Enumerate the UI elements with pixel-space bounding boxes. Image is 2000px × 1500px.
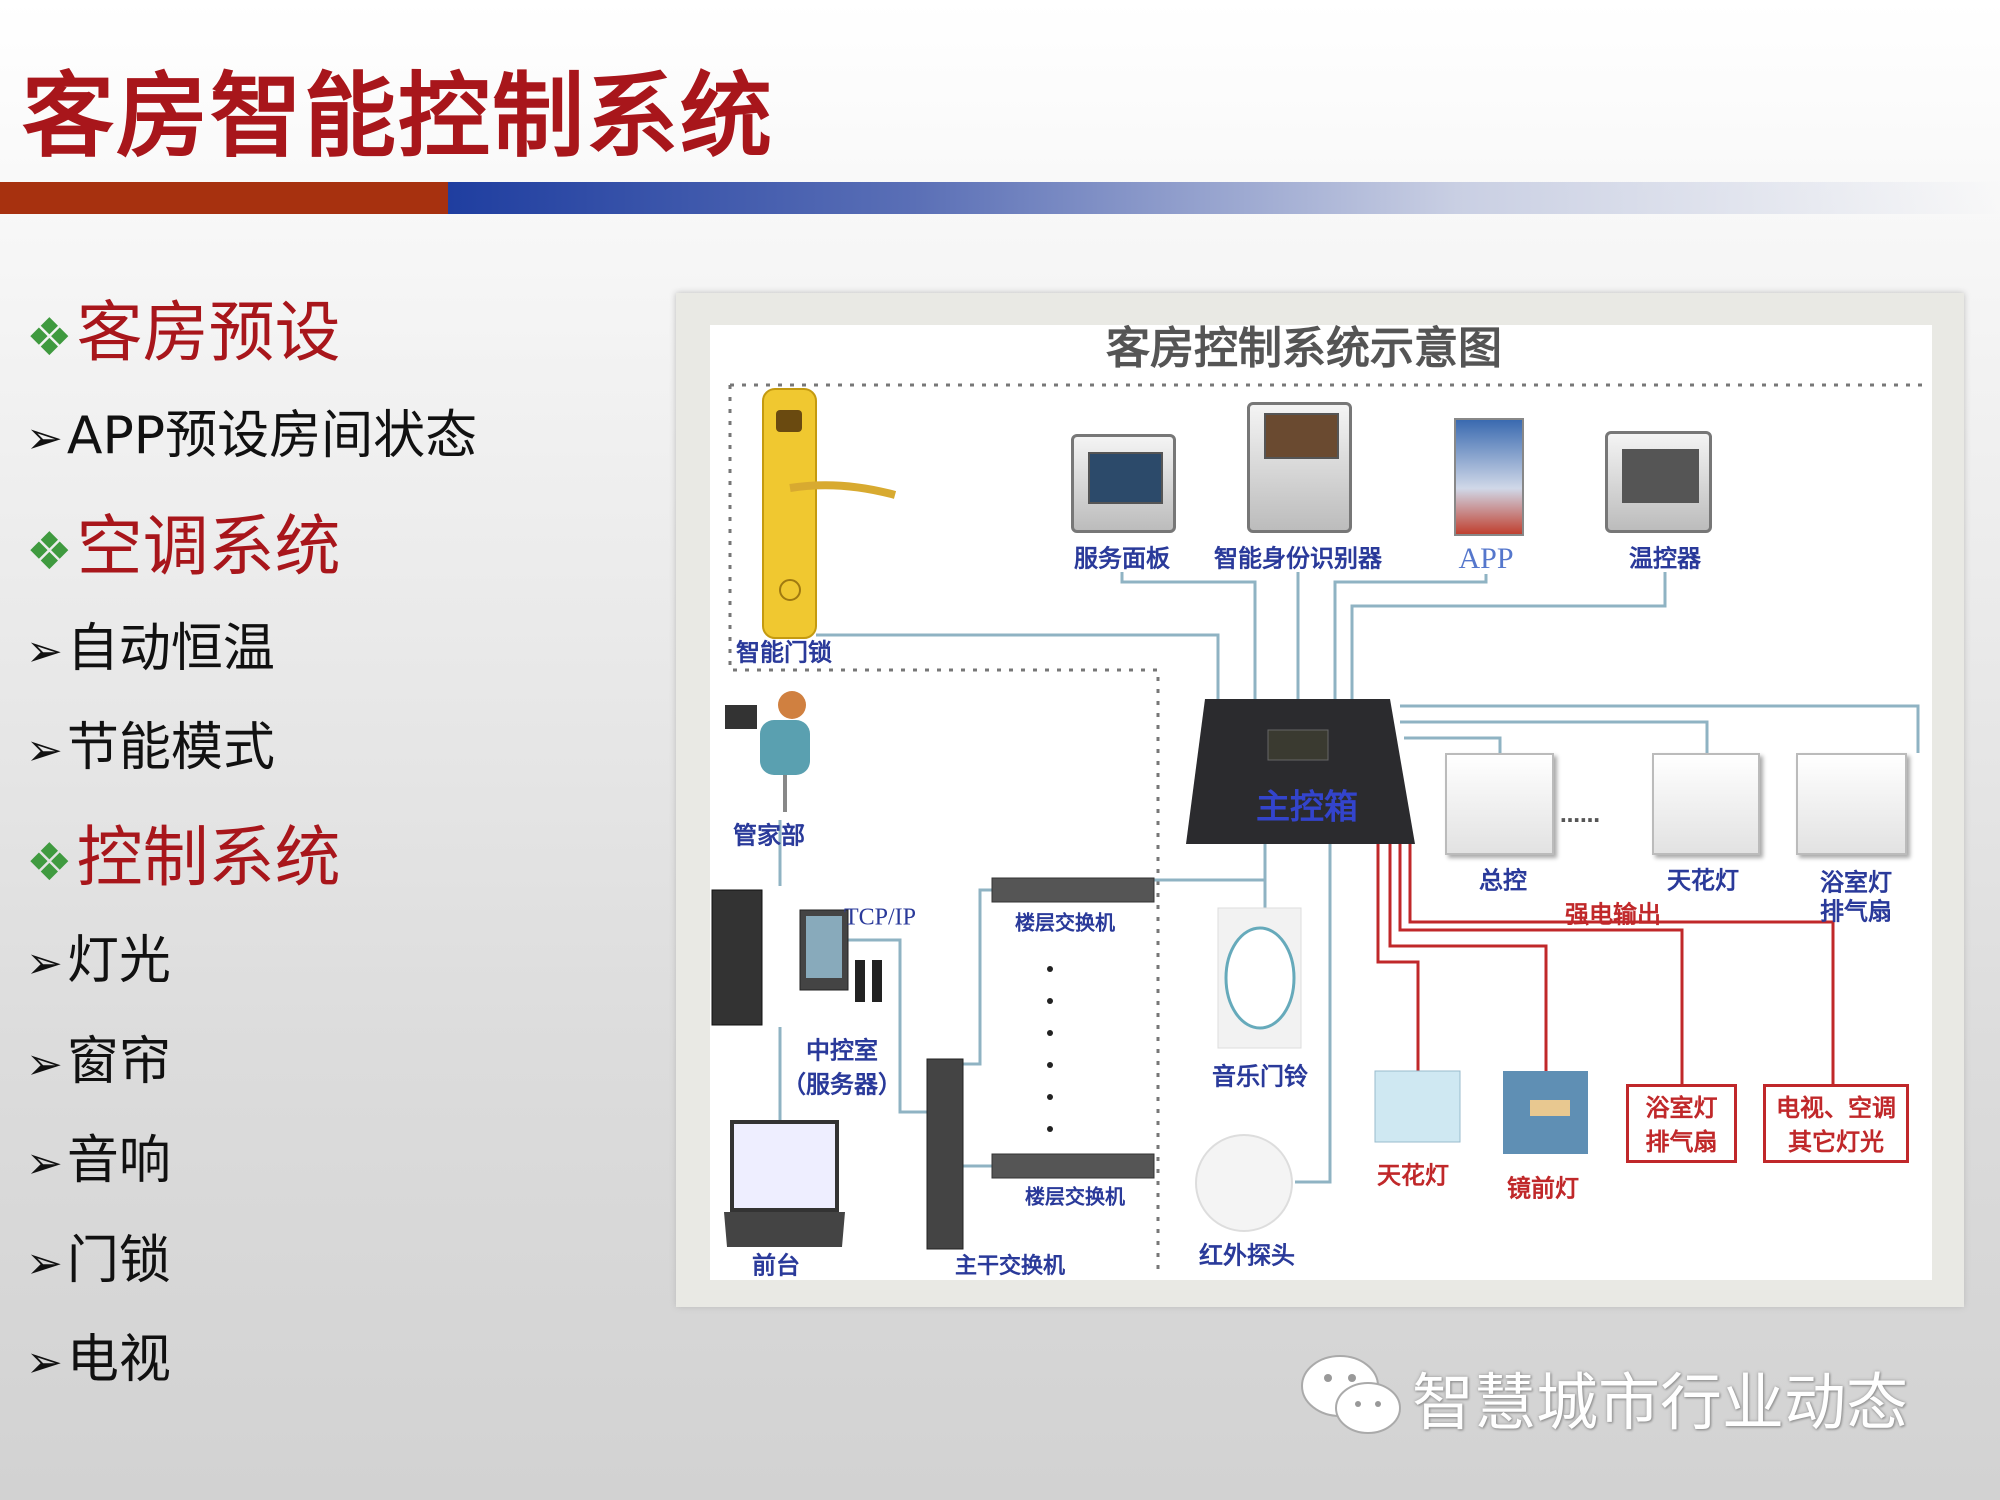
label-floor-switch-1: 楼层交换机 — [1015, 910, 1115, 935]
arrow-bullet-icon: ➢ — [26, 626, 63, 677]
frame-bottom-edge — [710, 1284, 1932, 1307]
service-panel-icon — [1071, 434, 1176, 533]
label-app: APP — [1458, 542, 1514, 575]
id-reader-icon — [1247, 402, 1352, 533]
bullet-item: ➢APP预设房间状态 — [26, 393, 477, 468]
diamond-bullet-icon: ❖ — [26, 833, 73, 893]
housekeeping-person-icon — [725, 691, 810, 812]
bath-fan-box: 浴室灯 排气扇 — [1626, 1084, 1737, 1163]
label-bath-switch-1: 浴室灯 — [1820, 868, 1892, 897]
music-doorbell-icon — [1217, 907, 1302, 1049]
bullet-text: 控制系统 — [76, 819, 341, 896]
bullet-item: ➢灯光 — [26, 918, 171, 993]
bullet-item: ➢窗帘 — [26, 1019, 171, 1094]
tv-ac-box: 电视、空调 其它灯光 — [1763, 1084, 1909, 1163]
bullet-heading: ❖控制系统 — [26, 804, 341, 900]
bullet-text: 客房预设 — [76, 294, 341, 371]
arrow-bullet-icon: ➢ — [26, 1337, 63, 1388]
bullet-text: APP预设房间状态 — [66, 406, 478, 466]
slide-title: 客房智能控制系统 — [22, 63, 775, 170]
watermark-text: 智慧城市行业动态 — [1412, 1366, 1909, 1439]
bath-box-line-1: 浴室灯 — [1645, 1094, 1718, 1122]
label-bath-switch-2: 排气扇 — [1820, 897, 1892, 926]
label-housekeeping: 管家部 — [733, 821, 805, 850]
title-bar-gradient — [448, 182, 2000, 214]
tv-box-line-1: 电视、空调 — [1776, 1094, 1896, 1122]
bullet-text: 节能模式 — [66, 718, 275, 778]
main-control-box-icon — [1186, 699, 1415, 844]
label-door-lock: 智能门锁 — [736, 638, 832, 667]
bullet-heading: ❖空调系统 — [26, 493, 341, 589]
label-music-doorbell: 音乐门铃 — [1212, 1062, 1308, 1091]
bullet-item: ➢音响 — [26, 1118, 171, 1193]
wechat-icon — [1301, 1355, 1401, 1434]
label-control-room: 中控室 — [806, 1036, 878, 1065]
thermostat-icon — [1605, 431, 1712, 533]
label-service-panel: 服务面板 — [1074, 544, 1170, 573]
app-phone-icon — [1454, 418, 1524, 536]
bullet-item: ➢电视 — [26, 1317, 171, 1392]
front-desk-laptop-icon — [724, 1120, 845, 1247]
arrow-bullet-icon: ➢ — [26, 1138, 63, 1189]
label-thermostat: 温控器 — [1629, 544, 1701, 573]
tv-box-line-2: 其它灯光 — [1788, 1128, 1884, 1156]
bullet-text: 电视 — [66, 1330, 171, 1390]
ir-sensor-icon — [1195, 1134, 1293, 1232]
arrow-bullet-icon: ➢ — [26, 725, 63, 776]
bullet-text: 门锁 — [66, 1231, 171, 1291]
bullet-item: ➢门锁 — [26, 1218, 171, 1293]
bullet-text: 空调系统 — [76, 508, 341, 585]
label-id-reader: 智能身份识别器 — [1214, 544, 1382, 573]
diamond-bullet-icon: ❖ — [26, 308, 73, 368]
arrow-bullet-icon: ➢ — [26, 1238, 63, 1289]
bath-box-line-2: 排气扇 — [1645, 1128, 1718, 1156]
bullet-item: ➢节能模式 — [26, 705, 275, 780]
floor-switch-icons — [991, 877, 1155, 1179]
ceiling-light-switch-icon — [1652, 753, 1760, 855]
label-trunk-switch: 主干交换机 — [954, 1254, 1066, 1279]
bullet-text: 窗帘 — [66, 1032, 171, 1092]
label-mirror-light: 镜前灯 — [1507, 1174, 1579, 1203]
bullet-text: 自动恒温 — [66, 619, 275, 679]
power-lines — [1376, 844, 1835, 1084]
arrow-bullet-icon: ➢ — [26, 1039, 63, 1090]
ellipsis-dots — [1047, 966, 1053, 1132]
label-front-desk: 前台 — [752, 1251, 800, 1280]
room-boundary — [728, 383, 1926, 1269]
ceiling-light-icon — [1374, 1070, 1461, 1143]
trunk-switch-icon — [926, 1058, 964, 1250]
diamond-bullet-icon: ❖ — [26, 522, 73, 582]
master-switch-icon — [1445, 753, 1554, 855]
label-power-output: 强电输出 — [1565, 900, 1661, 929]
label-ceiling-switch: 天花灯 — [1667, 866, 1739, 895]
arrow-bullet-icon: ➢ — [26, 413, 63, 464]
label-ir-sensor: 红外探头 — [1199, 1241, 1295, 1270]
label-ceiling-light: 天花灯 — [1377, 1161, 1449, 1190]
bullet-text: 灯光 — [66, 931, 171, 991]
bullet-heading: ❖客房预设 — [26, 279, 341, 375]
label-main-box: 主控箱 — [1256, 787, 1358, 828]
bullet-text: 音响 — [66, 1131, 171, 1191]
label-floor-switch-2: 楼层交换机 — [1025, 1184, 1125, 1209]
arrow-bullet-icon: ➢ — [26, 938, 63, 989]
label-server: （服务器） — [782, 1070, 902, 1099]
title-bar-red — [0, 182, 448, 214]
bath-switch-icon — [1796, 753, 1907, 855]
server-pc-icon — [711, 889, 882, 1026]
signal-lines — [778, 572, 1920, 1184]
label-master-switch: 总控 — [1479, 866, 1527, 895]
diagram-title: 客房控制系统示意图 — [1106, 323, 1502, 374]
door-lock-icon — [762, 388, 897, 639]
label-dots: …… — [1560, 803, 1600, 827]
label-tcpip: TCP/IP — [843, 904, 917, 931]
bullet-item: ➢自动恒温 — [26, 606, 275, 681]
